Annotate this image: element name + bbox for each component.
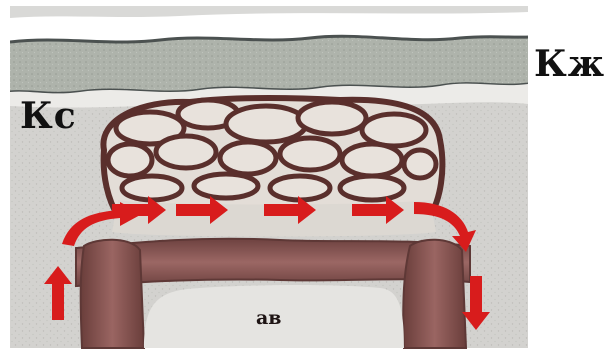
capillary-network: [103, 98, 442, 216]
right-vessel: [403, 240, 466, 348]
arteriovenous-label: ав: [256, 309, 282, 328]
left-margin: [0, 0, 10, 351]
left-vessel: [81, 240, 144, 348]
capillary-network-label: Кс: [20, 98, 77, 134]
skin-layer-label: Кж: [534, 46, 605, 82]
